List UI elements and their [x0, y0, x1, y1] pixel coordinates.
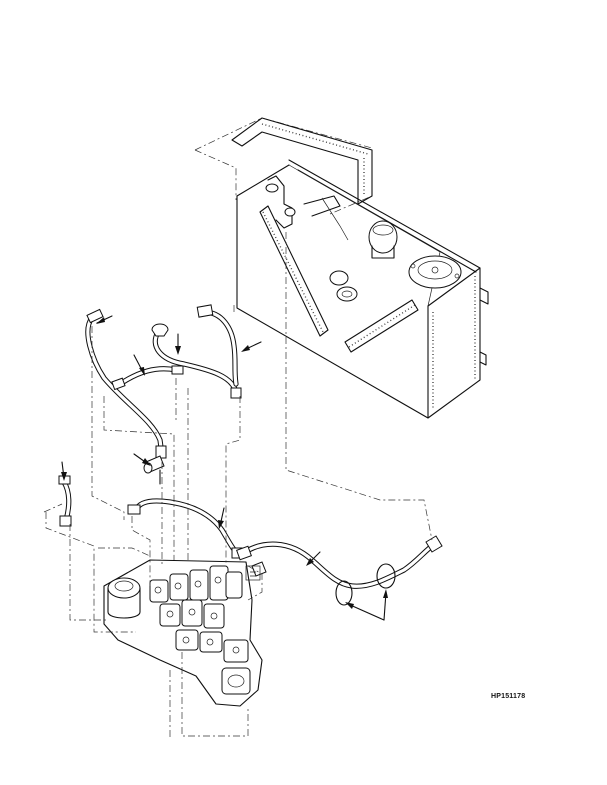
tank-sight-gauge: [259, 205, 329, 337]
tank-bracket: [231, 117, 373, 205]
valve-callout-tag: [245, 565, 261, 581]
hydraulic-tank: [194, 117, 489, 419]
figure-id-label: HP151178: [491, 693, 526, 700]
callout-arrow: [96, 315, 113, 324]
callout-arrow: [218, 507, 225, 529]
elbow-fitting-small: [143, 455, 165, 485]
hose-clamp-right: [376, 563, 396, 589]
hose-clamp-left: [335, 580, 353, 606]
valve-body-outline: [103, 559, 263, 707]
callout-arrows: [61, 315, 388, 621]
hose-group-upper: [58, 304, 243, 559]
callout-arrow: [345, 602, 385, 621]
callout-arrow: [175, 333, 181, 355]
callout-arrow: [383, 589, 388, 621]
return-hose: [236, 535, 443, 606]
hose-left-long: [85, 315, 165, 458]
valve-side-fitting: [251, 561, 267, 577]
callout-arrow: [306, 551, 321, 566]
tank-filter-head: [408, 255, 462, 289]
callout-arrow: [133, 354, 145, 376]
tank-side-bracket: [479, 287, 489, 305]
hose-elbow: [152, 329, 239, 395]
callout-arrow: [241, 341, 262, 352]
control-valve-assembly: [103, 559, 267, 707]
phantom-leader-lines: [43, 232, 433, 740]
tank-filler-cap: [368, 220, 398, 259]
callout-arrow: [133, 453, 151, 466]
tank-port-fittings: [329, 270, 358, 302]
tank-body: [236, 159, 481, 419]
tank-top-fittings: [265, 175, 349, 241]
callout-arrow: [61, 461, 67, 481]
